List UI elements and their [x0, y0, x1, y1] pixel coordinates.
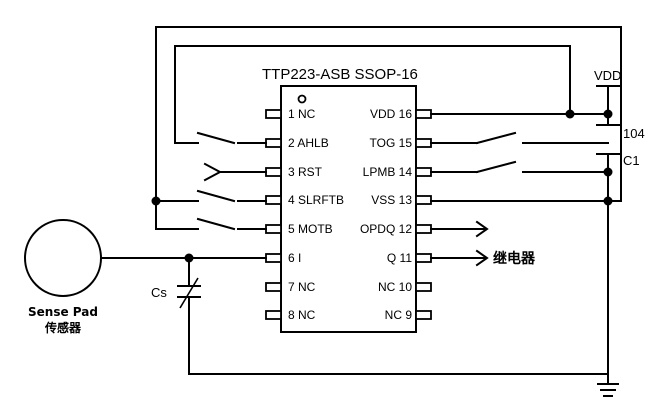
sense-pad-cn-label: 传感器: [44, 320, 82, 335]
chip-body: [280, 85, 417, 333]
motb-switch: [196, 217, 236, 231]
pin-15: [415, 138, 432, 148]
chip-title: TTP223-ASB SSOP-16: [262, 66, 418, 83]
pin-14: [415, 167, 432, 177]
c1-value-label: 104: [623, 126, 645, 141]
left-pin-labels: 1 NC 2 AHLB 3 RST 4 SLRFTB 5 MOTB 6 I 7 …: [288, 107, 344, 322]
pin-10: [415, 282, 432, 292]
ground-return-wire: [188, 296, 609, 375]
vdd-label: VDD: [594, 68, 621, 83]
junction-dots: [151, 109, 613, 263]
pin-11: [415, 253, 432, 263]
cs-label: Cs: [151, 285, 167, 300]
lpmb-switch: [475, 160, 517, 174]
opdq-arrow-icon: [475, 220, 489, 238]
pin-label-16: VDD 16: [370, 107, 412, 121]
pin-7: [265, 282, 282, 292]
pin-label-4: 4 SLRFTB: [288, 193, 344, 207]
pin-5: [265, 224, 282, 234]
q-arrow-icon: [475, 249, 489, 267]
right-pins: [415, 109, 432, 320]
cs-variable-arrow: [179, 277, 199, 309]
pin-9: [415, 310, 432, 320]
pin-label-3: 3 RST: [288, 165, 323, 179]
relay-label: 继电器: [493, 250, 536, 267]
left-pins: [265, 109, 282, 320]
pin-6: [265, 253, 282, 263]
sense-pad-label: Sense Pad: [28, 305, 98, 319]
pin-label-15: TOG 15: [370, 136, 413, 150]
sense-pad-circle: [24, 219, 102, 297]
pin-label-2: 2 AHLB: [288, 136, 329, 150]
pin1-marker: [297, 94, 307, 104]
outer-vss-loop-wire: [155, 26, 622, 202]
pin-label-13: VSS 13: [371, 193, 412, 207]
pin-4: [265, 195, 282, 205]
pin-3: [265, 167, 282, 177]
pin-label-11: Q 11: [387, 251, 412, 265]
pin-label-5: 5 MOTB: [288, 222, 333, 236]
inner-vdd-loop-wire: [174, 45, 571, 144]
pin-12: [415, 224, 432, 234]
pin-label-7: 7 NC: [288, 280, 316, 294]
c1-name-label: C1: [623, 153, 640, 168]
pin-8: [265, 310, 282, 320]
slrftb-switch: [196, 189, 236, 203]
pin-label-14: LPMB 14: [363, 165, 413, 179]
pin-2: [265, 138, 282, 148]
pin-label-10: NC 10: [378, 280, 412, 294]
motb-loop-wire: [155, 200, 199, 230]
pin-1: [265, 109, 282, 119]
pin-label-9: NC 9: [385, 308, 413, 322]
tog-switch: [475, 131, 517, 145]
pin-16: [415, 109, 432, 119]
pin-label-1: 1 NC: [288, 107, 316, 121]
pin-label-12: OPDQ 12: [360, 222, 412, 236]
ahlb-switch: [196, 131, 236, 145]
pin-label-6: 6 I: [288, 251, 301, 265]
ground-icon: [597, 383, 619, 397]
pin-label-8: 8 NC: [288, 308, 316, 322]
rst-input-chevron-icon: [203, 162, 223, 182]
pin-13: [415, 195, 432, 205]
right-pin-labels: VDD 16 TOG 15 LPMB 14 VSS 13 OPDQ 12 Q 1…: [360, 107, 412, 322]
